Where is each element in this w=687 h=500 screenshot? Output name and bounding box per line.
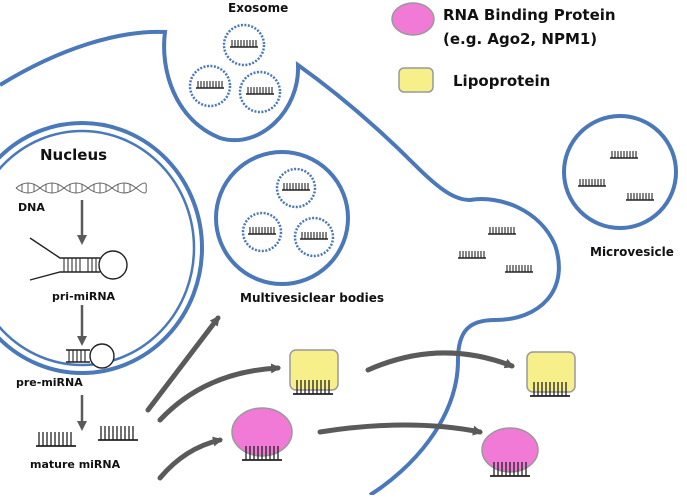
exosome-label: Exosome (228, 1, 288, 15)
cell-membrane (0, 29, 561, 497)
mature-mirna-icon (35, 425, 139, 447)
multivesicular-body (214, 150, 350, 286)
legend-rna-binding-protein-swatch (391, 2, 435, 36)
legend-lipoprotein-label: Lipoprotein (453, 72, 550, 90)
multivesicular-bodies-label: Multivesiclear bodies (240, 291, 384, 305)
lipoprotein-extracellular (526, 351, 576, 397)
legend-rna-binding-protein-label: RNA Binding Protein (443, 6, 616, 24)
legend: RNA Binding Protein (e.g. Ago2, NPM1) Li… (391, 2, 616, 93)
pri-mirna-label: pri-miRNA (52, 290, 116, 303)
microvesicle (562, 114, 678, 230)
rna-binding-protein-intracellular (231, 407, 293, 461)
lipoprotein-intracellular (289, 349, 339, 395)
microvesicle-label: Microvesicle (590, 245, 674, 259)
transport-arrows (145, 315, 515, 481)
pre-mirna-label: pre-miRNA (16, 376, 83, 389)
pri-mirna-icon (29, 237, 128, 281)
legend-lipoprotein-swatch (398, 67, 434, 93)
budding-microvesicle-mirnas (457, 226, 534, 273)
mature-mirna-label: mature miRNA (30, 458, 121, 471)
nucleus-label: Nucleus (40, 146, 107, 164)
nucleus: Nucleus DNA pri-miRNA (0, 121, 204, 375)
exosome-group: Exosome (188, 1, 288, 114)
dna-label: DNA (18, 201, 45, 214)
dna-icon (15, 182, 147, 194)
rna-binding-protein-extracellular (481, 427, 539, 477)
legend-rna-binding-protein-example: (e.g. Ago2, NPM1) (443, 30, 597, 48)
